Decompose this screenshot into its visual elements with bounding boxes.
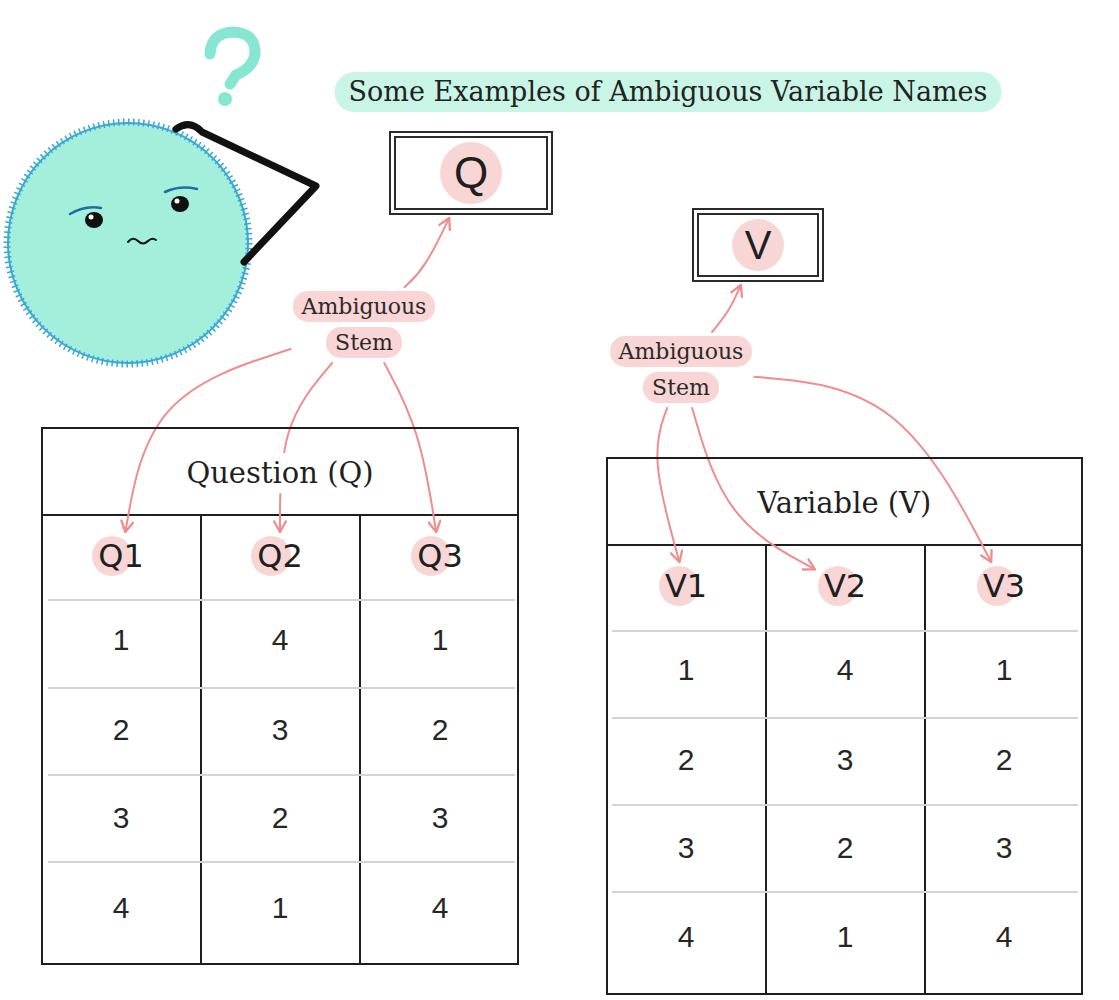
- column-header: Q3: [411, 535, 469, 577]
- table-cell-value: 1: [996, 653, 1013, 687]
- eye-highlight: [175, 199, 180, 204]
- row-rule: [612, 717, 1078, 719]
- table-cell-value: 2: [272, 801, 289, 835]
- table-heading: Question (Q): [180, 453, 379, 493]
- connector-group: [125, 218, 991, 569]
- table-cell-value: 3: [272, 713, 289, 747]
- row-rule: [48, 774, 515, 776]
- table-cell-value: 4: [996, 920, 1013, 954]
- character-brow: [165, 188, 197, 192]
- column-rule: [924, 545, 926, 995]
- stem-arrow: [405, 218, 450, 287]
- table-cell-value: 3: [837, 743, 854, 777]
- row-rule: [48, 687, 515, 689]
- column-header: Q1: [92, 535, 150, 577]
- table-cell-value: 1: [432, 623, 449, 657]
- table-cell-value: 3: [432, 801, 449, 835]
- eye-highlight: [89, 215, 94, 220]
- data-table: Variable (V) V1 V2 V3: [606, 457, 1083, 995]
- table-cell-value: 1: [678, 653, 695, 687]
- stem-arrow: [657, 408, 679, 562]
- row-rule: [48, 599, 515, 601]
- column-rule: [765, 545, 767, 995]
- header-rule: [606, 544, 1083, 546]
- table-cell-value: 2: [678, 743, 695, 777]
- data-table: Question (Q) Q1 Q2 Q3: [41, 427, 519, 965]
- stem-arrow: [125, 349, 290, 532]
- table-cell-value: 2: [432, 713, 449, 747]
- character-mouth: [128, 239, 156, 244]
- table-cell-value: 3: [996, 831, 1013, 865]
- column-name: Q3: [417, 537, 463, 575]
- table-heading: Variable (V): [752, 483, 938, 523]
- diagram-title: Some Examples of Ambiguous Variable Name…: [335, 72, 1002, 112]
- table-cell-value: 3: [113, 801, 130, 835]
- variable-stem: Q: [440, 142, 502, 204]
- stem-arrow: [754, 377, 991, 562]
- variable-stem: V: [732, 219, 784, 271]
- stem-arrow: [712, 285, 741, 332]
- callout-pill: Ambiguous Stem: [610, 334, 753, 406]
- column-header: V2: [818, 565, 872, 607]
- column-name: V3: [983, 567, 1025, 605]
- question-mark-dot: [218, 92, 232, 106]
- column-header: Q2: [251, 535, 309, 577]
- variable-box: V: [692, 208, 824, 282]
- callout-text: Ambiguous Stem: [293, 291, 436, 358]
- column-name: Q2: [257, 537, 303, 575]
- table-cell-value: 4: [432, 891, 449, 925]
- table-cell-value: 4: [837, 653, 854, 687]
- callout-text: Ambiguous Stem: [610, 336, 753, 403]
- table-cell-value: 3: [678, 831, 695, 865]
- table-cell-value: 4: [113, 891, 130, 925]
- character-fuzz: [7, 122, 249, 364]
- character-arm: [176, 125, 316, 262]
- table-cell-value: 1: [272, 891, 289, 925]
- column-name: V1: [665, 567, 707, 605]
- character-eye: [171, 196, 189, 212]
- variable-box: Q: [389, 131, 553, 215]
- confused-character: [7, 122, 316, 364]
- table-grid: [41, 515, 1083, 995]
- callout-pill: Ambiguous Stem: [293, 289, 436, 361]
- column-header: V3: [977, 565, 1031, 607]
- row-rule: [612, 804, 1078, 806]
- column-name: Q1: [98, 537, 144, 575]
- table-cell-value: 2: [837, 831, 854, 865]
- character-body: [8, 123, 248, 363]
- row-rule: [612, 891, 1078, 893]
- row-rule: [48, 861, 515, 863]
- stem-arrow: [384, 363, 436, 532]
- column-rule: [200, 515, 202, 965]
- table-cell-value: 4: [272, 623, 289, 657]
- character-eye: [85, 212, 103, 228]
- table-cell-value: 2: [996, 743, 1013, 777]
- row-rule: [612, 630, 1078, 632]
- column-name: V2: [824, 567, 866, 605]
- table-cell-value: 2: [113, 713, 130, 747]
- column-rule: [359, 515, 361, 965]
- stem-arrow: [280, 363, 332, 532]
- table-cell-value: 1: [837, 920, 854, 954]
- table-cell-value: 1: [113, 623, 130, 657]
- table-cell-value: 4: [678, 920, 695, 954]
- question-mark: [210, 32, 255, 106]
- question-mark-curve: [210, 32, 255, 84]
- column-header: V1: [659, 565, 713, 607]
